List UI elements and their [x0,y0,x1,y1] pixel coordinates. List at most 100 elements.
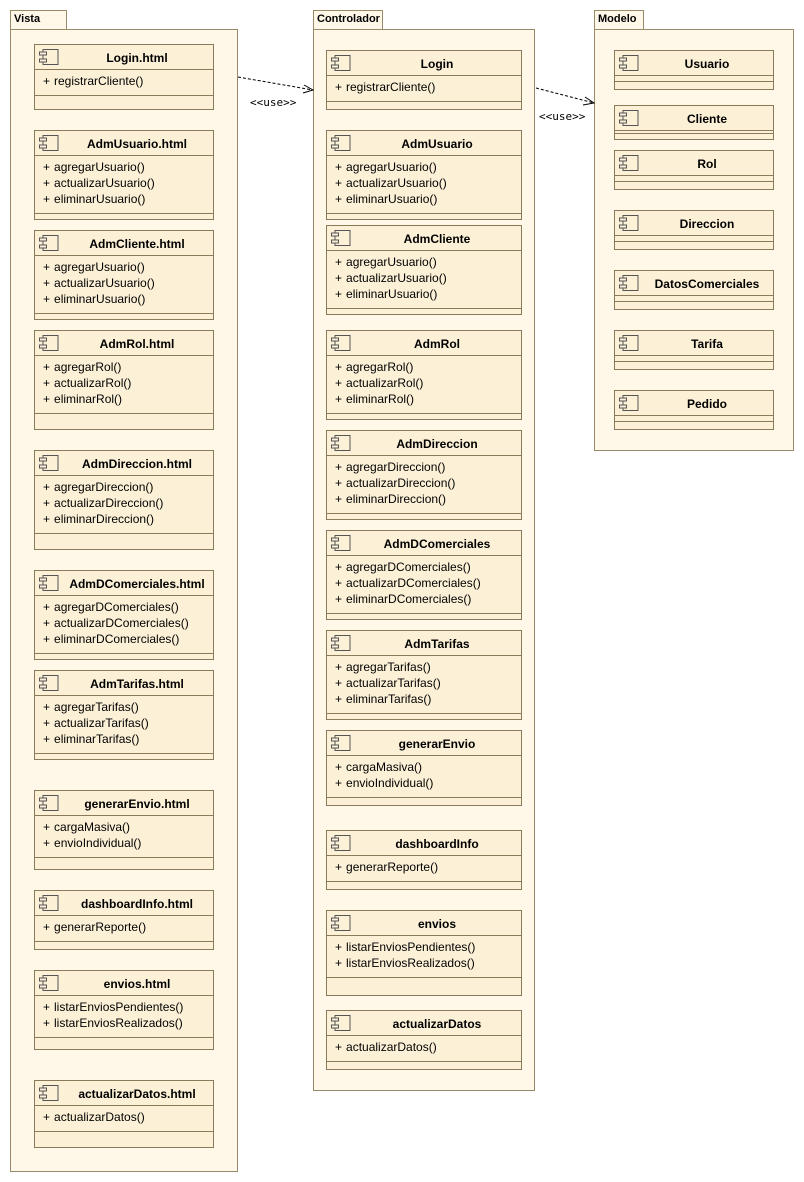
component-usuario[interactable]: Usuario [614,50,774,90]
operation-signature: envioIndividual() [54,836,142,850]
operation: +eliminarTarifas() [43,731,213,747]
component-name: AdmDComerciales.html [69,577,205,591]
component-header: Tarifa [615,331,773,356]
operations-compartment: +agregarUsuario()+actualizarUsuario()+el… [327,156,521,207]
operations-compartment [615,356,773,359]
component-actualizar-datos[interactable]: actualizarDatos+actualizarDatos() [326,1010,522,1070]
operation: +actualizarRol() [43,375,213,391]
component-icon [619,215,639,231]
component-adm-tarifas[interactable]: AdmTarifas+agregarTarifas()+actualizarTa… [326,630,522,720]
operation: +actualizarUsuario() [43,175,213,191]
component-adm-cliente-html[interactable]: AdmCliente.html+agregarUsuario()+actuali… [34,230,214,320]
operation: +listarEnviosPendientes() [43,999,213,1015]
compartment-divider [35,95,213,96]
component-icon [39,1085,59,1101]
visibility-public-marker: + [335,676,343,690]
component-dashboard-info[interactable]: dashboardInfo+generarReporte() [326,830,522,890]
compartment-divider [327,977,521,978]
component-adm-rol[interactable]: AdmRol+agregarRol()+actualizarRol()+elim… [326,330,522,420]
component-icon [331,435,351,451]
component-pedido[interactable]: Pedido [614,390,774,430]
visibility-public-marker: + [43,1000,51,1014]
component-adm-usuario-html[interactable]: AdmUsuario.html+agregarUsuario()+actuali… [34,130,214,220]
compartment-divider [327,213,521,214]
compartment-divider [615,181,773,182]
component-header: AdmUsuario [327,131,521,156]
compartment-divider [35,1037,213,1038]
visibility-public-marker: + [43,512,51,526]
package-tab-vista: Vista [10,10,67,29]
operation: +actualizarDComerciales() [335,575,521,591]
component-icon [331,55,351,71]
operation-signature: actualizarRol() [346,376,424,390]
component-dashboard-info-html[interactable]: dashboardInfo.html+generarReporte() [34,890,214,950]
component-name: DatosComerciales [654,277,760,291]
operation: +eliminarDComerciales() [335,591,521,607]
operation: +registrarCliente() [43,73,213,89]
component-name: AdmRol.html [99,337,175,351]
visibility-public-marker: + [335,760,343,774]
component-actualizar-datos-html[interactable]: actualizarDatos.html+actualizarDatos() [34,1080,214,1148]
component-direccion[interactable]: Direccion [614,210,774,250]
component-header: actualizarDatos [327,1011,521,1036]
operation-signature: eliminarRol() [346,392,415,406]
compartment-divider [615,133,773,134]
component-header: AdmDireccion.html [35,451,213,476]
visibility-public-marker: + [43,160,51,174]
component-generar-envio[interactable]: generarEnvio+cargaMasiva()+envioIndividu… [326,730,522,806]
component-adm-tarifas-html[interactable]: AdmTarifas.html+agregarTarifas()+actuali… [34,670,214,760]
component-envios-html[interactable]: envios.html+listarEnviosPendientes()+lis… [34,970,214,1050]
operation: +actualizarDComerciales() [43,615,213,631]
component-tarifa[interactable]: Tarifa [614,330,774,370]
visibility-public-marker: + [335,287,343,301]
component-adm-dcomerciales-html[interactable]: AdmDComerciales.html+agregarDComerciales… [34,570,214,660]
operations-compartment: +agregarUsuario()+actualizarUsuario()+el… [35,156,213,207]
component-adm-usuario[interactable]: AdmUsuario+agregarUsuario()+actualizarUs… [326,130,522,220]
component-adm-cliente[interactable]: AdmCliente+agregarUsuario()+actualizarUs… [326,225,522,315]
visibility-public-marker: + [335,160,343,174]
operation: +actualizarUsuario() [335,270,521,286]
component-adm-rol-html[interactable]: AdmRol.html +agregarRol()+actualizarRol()… [34,330,214,430]
component-header: AdmCliente [327,226,521,251]
component-datos-comerciales[interactable]: DatosComerciales [614,270,774,310]
operation-signature: actualizarTarifas() [346,676,441,690]
component-login-html[interactable]: Login.html+registrarCliente() [34,44,214,110]
visibility-public-marker: + [43,732,51,746]
component-rol[interactable]: Rol [614,150,774,190]
operation-signature: agregarTarifas() [54,700,139,714]
component-header: AdmRol.html [35,331,213,356]
component-name: AdmTarifas [404,637,470,651]
compartment-divider [327,881,521,882]
component-header: envios.html [35,971,213,996]
visibility-public-marker: + [43,176,51,190]
component-adm-direccion[interactable]: AdmDireccion+agregarDireccion()+actualiz… [326,430,522,520]
compartment-divider [615,361,773,362]
dependency-line-controlador-modelo [535,87,595,104]
component-header: Direccion [615,211,773,236]
component-icon [39,455,59,471]
use-stereotype-label: <<use>> [250,96,297,109]
component-adm-dcomerciales[interactable]: AdmDComerciales+agregarDComerciales()+ac… [326,530,522,620]
component-header: AdmDireccion [327,431,521,456]
component-login[interactable]: Login+registrarCliente() [326,50,522,110]
operation-signature: actualizarDatos() [54,1110,145,1124]
operation: +eliminarUsuario() [43,191,213,207]
operation: +agregarRol() [43,359,213,375]
operation-signature: agregarUsuario() [346,160,437,174]
operation: +actualizarDireccion() [43,495,213,511]
compartment-divider [327,797,521,798]
component-name: Pedido [686,397,727,411]
component-icon [331,335,351,351]
operation: +eliminarRol() [43,391,213,407]
component-name: actualizarDatos [392,1017,482,1031]
component-header: Cliente [615,106,773,131]
operation-signature: actualizarDireccion() [346,476,456,490]
component-name: Tarifa [691,337,723,351]
operation: +actualizarTarifas() [335,675,521,691]
component-generar-envio-html[interactable]: generarEnvio.html+cargaMasiva()+envioInd… [34,790,214,870]
component-icon [39,335,59,351]
component-adm-direccion-html[interactable]: AdmDireccion.html+agregarDireccion()+act… [34,450,214,550]
operations-compartment: +agregarRol()+actualizarRol()+eliminarRo… [35,356,213,407]
component-envios[interactable]: envios+listarEnviosPendientes()+listarEn… [326,910,522,996]
component-cliente[interactable]: Cliente [614,105,774,140]
